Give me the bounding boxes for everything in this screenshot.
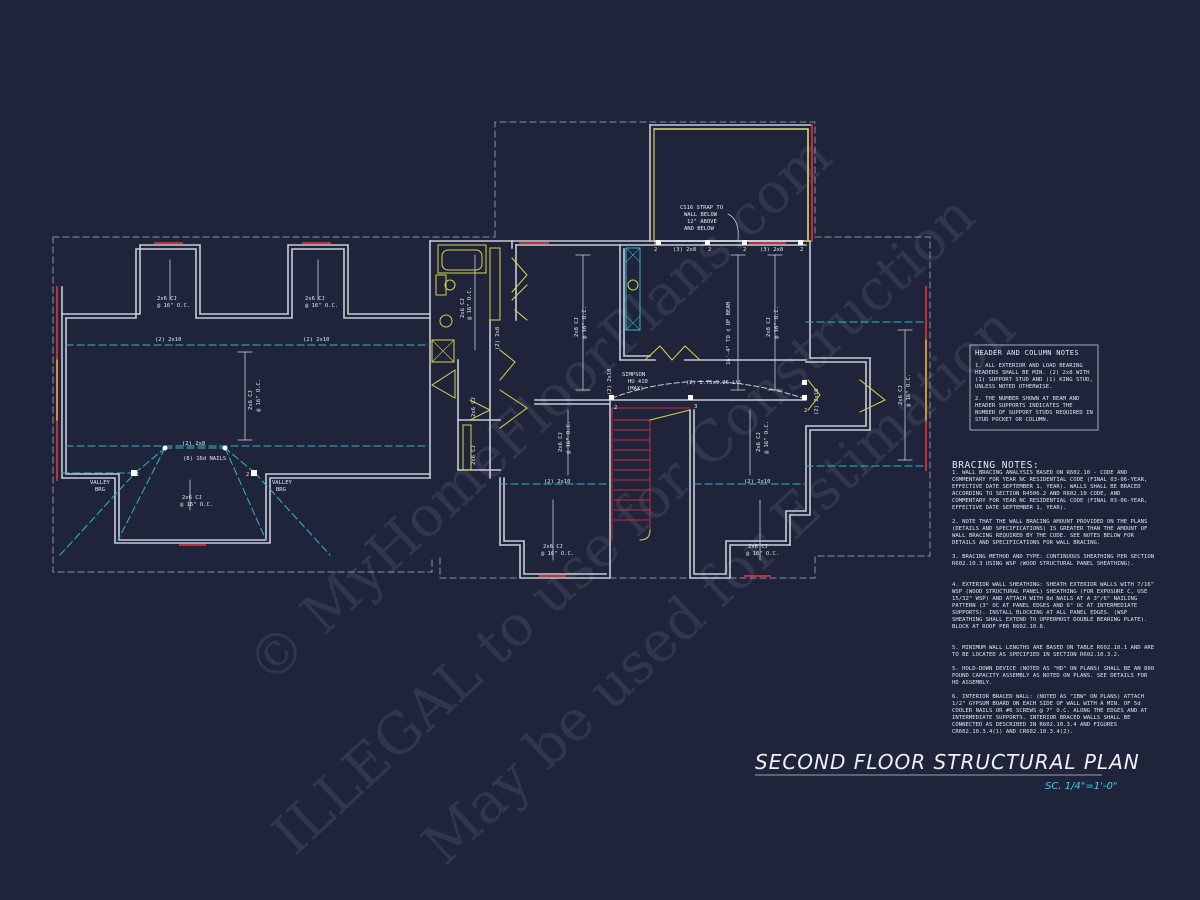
header-label: (2) 2x10 xyxy=(303,337,330,343)
header-label-vertical: (2) 2x8 xyxy=(495,327,501,350)
header-note-2: 2. THE NUMBER SHOWN AT BEAM AND HEADER S… xyxy=(975,396,1093,423)
plan-title: SECOND FLOOR STRUCTURAL PLAN xyxy=(755,750,1140,774)
hu-label: HU 410 xyxy=(628,379,648,385)
plan-scale: SC. 1/4"=1'-0" xyxy=(1045,781,1118,792)
cj-label-vertical: 2x6 CJ xyxy=(248,390,254,410)
oc-label-vertical: @ 16" O.C. xyxy=(906,374,912,407)
support-count: 2 xyxy=(246,472,249,478)
cj-label-vertical: 2x6 CJ xyxy=(471,397,477,417)
bracing-note-2: 2. NOTE THAT THE WALL BRACING AMOUNT PRO… xyxy=(952,519,1148,546)
cj-label-vertical: 2x6 CJ xyxy=(756,432,762,452)
oc-label: @ 16" O.C. xyxy=(305,303,338,309)
header-label: (2) 2x8 xyxy=(182,441,205,447)
beam-label: 16'-4" TO ¢ OF BEAM xyxy=(726,301,732,365)
oc-label-vertical: @ 16" O.C. xyxy=(764,421,770,454)
header-label-vertical: (2) 2x10 xyxy=(814,389,820,416)
support-count: 2 xyxy=(708,247,711,253)
oc-label: @ 16" O.C. xyxy=(541,551,574,557)
max-label: (MAX) xyxy=(627,386,644,392)
header-note-1: 1. ALL EXTERIOR AND LOAD BEARING HEADERS… xyxy=(975,363,1093,390)
brg-label: BRG xyxy=(95,487,105,493)
cj-label-vertical: 2x8 CJ xyxy=(766,317,772,337)
bracing-note-4: 4. EXTERIOR WALL SHEATHING: SHEATH EXTER… xyxy=(952,582,1155,630)
oc-label: @ 16" O.C. xyxy=(157,303,190,309)
oc-label-vertical: @ 16" O.C. xyxy=(774,306,780,339)
bracing-note-3: 3. BRACING METHOD AND TYPE: CONTINUOUS S… xyxy=(952,554,1155,567)
support-count: 1 xyxy=(136,472,139,478)
span-arrows xyxy=(169,254,913,561)
strap-label: WALL BELOW xyxy=(684,212,718,218)
oc-label-vertical: @ 16" O.C. xyxy=(566,421,572,454)
oc-label-vertical: @ 16" O.C. xyxy=(256,379,262,412)
joist-lines xyxy=(59,321,927,556)
lvl-label: (2) 1.75x9.25 LVL xyxy=(686,380,743,386)
cj-label: 2x6 CJ xyxy=(305,296,325,302)
posts xyxy=(131,240,807,476)
fixtures xyxy=(431,244,886,471)
cj-label-vertical: 2x8 CJ xyxy=(574,317,580,337)
exterior-walls xyxy=(61,124,871,579)
header-label: (2) 2x10 xyxy=(744,479,771,485)
brg-label: BRG xyxy=(276,487,286,493)
bracing-note-5: 5. MINIMUM WALL LENGTHS ARE BASED ON TAB… xyxy=(952,645,1155,658)
valley-label: VALLEY xyxy=(90,480,111,486)
cj-label-vertical: 2x6 CJ xyxy=(898,385,904,405)
header-notes-title: HEADER AND COLUMN NOTES xyxy=(975,349,1079,357)
roof-outline xyxy=(52,121,931,579)
cj-label: 2x6 CJ xyxy=(157,296,177,302)
nails-label: (8) 16d NAILS xyxy=(183,456,226,462)
header-label: (3) 2x8 xyxy=(673,247,696,253)
bracing-notes-title: BRACING NOTES: xyxy=(952,460,1040,471)
cj-label-vertical: 2x6 CJ xyxy=(460,298,466,318)
oc-label: @ 16" O.C. xyxy=(180,502,213,508)
cj-label: 2x6 CJ xyxy=(182,495,202,501)
support-count: 2 xyxy=(654,247,657,253)
header-markers xyxy=(56,124,927,577)
oc-label-vertical: @ 16" O.C. xyxy=(467,287,473,320)
support-count: 2 xyxy=(614,405,617,411)
header-label: (3) 2x8 xyxy=(760,247,783,253)
strap-label: 12" ABOVE xyxy=(687,219,717,225)
bracing-note-7: 6. INTERIOR BRACED WALL: (NOTED AS "IBW"… xyxy=(952,694,1148,735)
strap-label: AND BELOW xyxy=(684,226,714,232)
support-count: 3 xyxy=(694,404,697,410)
strap-leader xyxy=(727,213,739,241)
support-count: 2 xyxy=(800,247,803,253)
stair xyxy=(611,407,691,541)
cj-label-vertical: 2x6 CJ xyxy=(558,432,564,452)
bracing-note-6: 5. HOLD-DOWN DEVICE (NOTED AS "HD" ON PL… xyxy=(952,666,1155,686)
header-label: (2) 2x10 xyxy=(155,337,182,343)
header-label-vertical: (2) 2x10 xyxy=(607,369,613,396)
cj-label-vertical: 2x6 CJ xyxy=(471,445,477,465)
valley-label: VALLEY xyxy=(272,480,293,486)
oc-label-vertical: @ 16" O.C. xyxy=(582,306,588,339)
support-count: 2 xyxy=(804,408,807,414)
support-count: 2 xyxy=(743,247,746,253)
support-count: 2 xyxy=(804,381,807,387)
beam-lines xyxy=(611,240,804,399)
oc-label: @ 16" O.C. xyxy=(746,551,779,557)
header-notes-box xyxy=(969,344,1099,431)
header-label: (2) 2x10 xyxy=(544,479,571,485)
bracing-note-1: 1. WALL BRACING ANALYSIS BASED ON R602.1… xyxy=(952,470,1148,511)
strap-label: CS16 STRAP TO xyxy=(680,205,723,211)
cj-label: 2x6 CJ xyxy=(543,544,563,550)
simpson-label: SIMPSON xyxy=(622,372,645,378)
cj-label: 2x6 CJ xyxy=(748,544,768,550)
